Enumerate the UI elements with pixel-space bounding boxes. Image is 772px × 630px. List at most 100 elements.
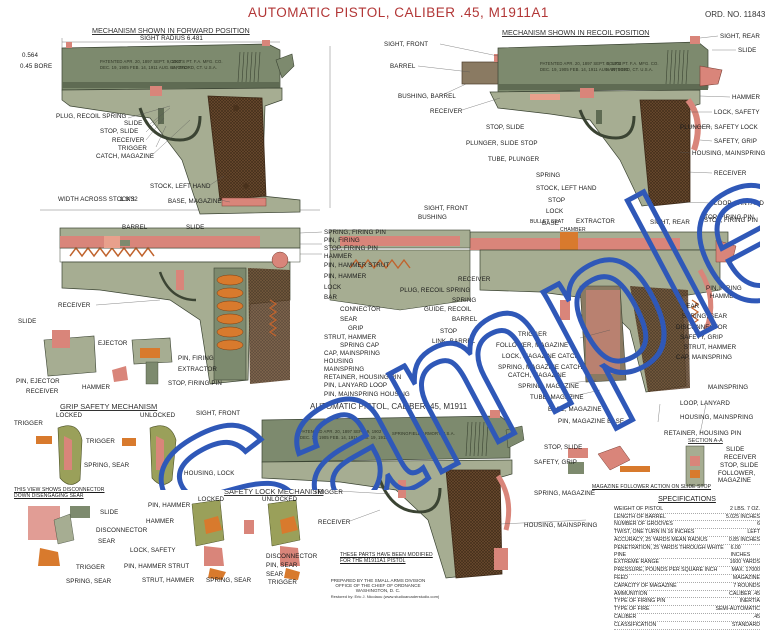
dim-bore: 0.45 BORE: [20, 63, 53, 70]
label-base-magazine: BASE, MAGAZINE: [168, 198, 222, 205]
label-retainer-housing-pin-mid: RETAINER, HOUSING PIN: [324, 374, 402, 381]
label-slide: SLIDE: [124, 120, 143, 127]
label-hammer-recoil: HAMMER: [732, 94, 761, 101]
label-strut-hammer-lock: STRUT, HAMMER: [142, 577, 195, 584]
label-stop-firing-pin-r: STOP, FIRING PIN: [704, 217, 758, 224]
spec-value: 0.85 INCHES: [728, 536, 760, 543]
label-retainer-housing-pin-r: RETAINER, HOUSING PIN: [664, 430, 742, 437]
label-extractor-small: EXTRACTOR: [178, 366, 217, 373]
spec-label: AMMUNITION: [614, 590, 648, 597]
label-lock: LOCK: [546, 208, 564, 215]
label-sear-mid: SEAR: [340, 316, 358, 323]
label-hammer-small: HAMMER: [82, 384, 111, 391]
recoil-slide-marking-2: DEC. 19, 1905 FEB. 14, 1911 AUG. 19, 191…: [540, 67, 628, 72]
footer-line-3: WASHINGTON, D. C.: [355, 588, 401, 593]
forward-slide-marking-4: HARTFORD, CT. U.S.A.: [170, 65, 218, 70]
label-sear-r: SEAR: [682, 303, 700, 310]
label-spring-c: SPRING: [452, 297, 477, 304]
recoil-slide-marking-3: COLT'S PT. F.A. MFG. CO.: [606, 61, 659, 66]
label-follower-magazine-aa: FOLLOWER, MAGAZINE: [718, 470, 756, 484]
label-base: BASE: [542, 220, 559, 227]
label-hammer-mid: HAMMER: [324, 253, 353, 260]
label-spring: SPRING: [536, 172, 561, 179]
label-stop-firing-pin: STOP, FIRING PIN: [700, 214, 754, 221]
label-receiver-recoil: RECEIVER: [430, 108, 463, 115]
footer-line-2: OFFICE OF THE CHIEF OF ORDNANCE: [335, 583, 421, 588]
spec-value: 1600 YARDS: [729, 559, 760, 566]
label-tube-magazine: TUBE, MAGAZINE: [530, 394, 584, 401]
spec-label: NUMBER OF GROOVES: [614, 521, 673, 528]
m1911-slide-marking-3: SPRINGFIELD ARMORY U.S.A.: [392, 431, 455, 436]
label-bushing-c: BUSHING: [418, 214, 447, 221]
spec-value: .45: [752, 613, 760, 620]
spec-row: EXTREME RANGE 1600 YARDS: [614, 559, 760, 568]
specifications-heading: SPECIFICATIONS: [658, 496, 716, 503]
label-guide-recoil-c: GUIDE, RECOIL: [424, 306, 472, 313]
label-plunger-safety-lock: PLUNGER, SAFETY LOCK: [680, 124, 758, 131]
safety-lock-drawings: [191, 499, 301, 580]
label-stock-left-hand: STOCK, LEFT HAND: [150, 183, 211, 190]
label-grip-mid: GRIP: [348, 325, 364, 332]
label-barrel: BARREL: [390, 63, 416, 70]
spec-label: CLASSIFICATION: [614, 621, 657, 628]
section-forward-heading: MECHANISM SHOWN IN FORWARD POSITION: [92, 26, 250, 35]
spec-label: TYPE OF FIRE: [614, 606, 650, 613]
forward-pistol: [40, 38, 331, 215]
footer-credit: PREPARED BY THE SMALL ARMS DIVISION OFFI…: [318, 578, 438, 593]
spec-value: LEFT: [747, 529, 760, 536]
label-spring-sear-grip-2: SPRING, SEAR: [66, 578, 112, 585]
label-strut-hammer-mid: STRUT, HAMMER: [324, 334, 377, 341]
label-receiver-right: RECEIVER: [714, 170, 747, 177]
label-stop-slide-area: STOP, SLIDE: [544, 444, 583, 451]
label-locked-lock: LOCKED: [198, 496, 225, 503]
label-lock-mid: LOCK: [324, 284, 342, 291]
spec-label: TYPE OF FIRING PIN: [614, 598, 666, 605]
label-connector: CONNECTOR: [340, 306, 381, 313]
spec-row: PENETRATION, 25 YARDS THROUGH WHITE PINE…: [614, 545, 760, 560]
label-strut-hammer-r: STRUT, HAMMER: [684, 344, 737, 351]
label-barrel-sec: BARREL: [122, 224, 148, 231]
label-housing-mainspring-r: HOUSING, MAINSPRING: [680, 414, 754, 421]
label-stop-firing-pin-mid: STOP, FIRING PIN: [324, 245, 378, 252]
spec-label: WEIGHT OF PISTOL: [614, 505, 664, 512]
label-follower-magazine: FOLLOWER, MAGAZINE: [496, 342, 569, 349]
label-housing-mainspring-m1911: HOUSING, MAINSPRING: [524, 522, 598, 529]
label-sear-grip: SEAR: [98, 538, 116, 545]
label-base-magazine-rl: BASE, MAGAZINE: [548, 406, 602, 413]
spec-row: CALIBER.45: [614, 614, 760, 622]
label-housing-mid: HOUSING: [324, 358, 354, 365]
label-pin-magazine-base: PIN, MAGAZINE BASE: [558, 418, 625, 425]
label-stop-firing-pin-small: STOP, FIRING PIN: [168, 380, 222, 387]
label-pin-lanyard-loop: PIN, LANYARD LOOP: [324, 382, 388, 389]
label-trigger-m1911: TRIGGER: [314, 489, 343, 496]
spec-value: SEMI-AUTOMATIC: [715, 606, 760, 613]
label-sight-front-hl: SIGHT, FRONT: [196, 410, 241, 417]
label-sight-rear: SIGHT, REAR: [720, 33, 760, 40]
label-spring-magazine-area: SPRING, MAGAZINE: [534, 490, 596, 497]
spec-value: STANDARD: [731, 621, 760, 628]
m1911-slide-marking-2: DEC. 19, 1905 FEB. 14, 1911 AUG. 19, 191…: [300, 435, 388, 440]
label-slide-grip: SLIDE: [100, 509, 119, 516]
spec-value: MAX. 17000: [731, 567, 760, 574]
label-pin-hammer-strut: PIN, HAMMER STRUT: [324, 262, 390, 269]
spec-label: EXTREME RANGE: [614, 559, 659, 566]
label-trigger-grip-1: TRIGGER: [14, 420, 43, 427]
label-spring-magazine-catch: SPRING, MAGAZINE CATCH: [498, 364, 583, 371]
label-bushing-barrel: BUSHING, BARREL: [398, 93, 456, 100]
label-pin-firing-small: PIN, FIRING: [178, 355, 214, 362]
cutaway-right: [469, 231, 737, 393]
label-trigger-rl: TRIGGER: [518, 331, 547, 338]
label-receiver-sec: RECEIVER: [58, 302, 91, 309]
label-barrel-c: BARREL: [452, 316, 478, 323]
cutaway-left: [59, 227, 301, 385]
label-lock-safety-lock: LOCK, SAFETY: [130, 547, 176, 554]
forward-slide-marking-3: COLT'S PT. F.A. MFG. CO.: [170, 59, 223, 64]
label-pin-sear-lock: PIN, SEAR: [266, 562, 298, 569]
label-plug-recoil-spring: PLUG, RECOIL SPRING: [56, 113, 127, 120]
label-ejector: EJECTOR: [98, 340, 128, 347]
spec-label: FEED: [614, 574, 628, 581]
